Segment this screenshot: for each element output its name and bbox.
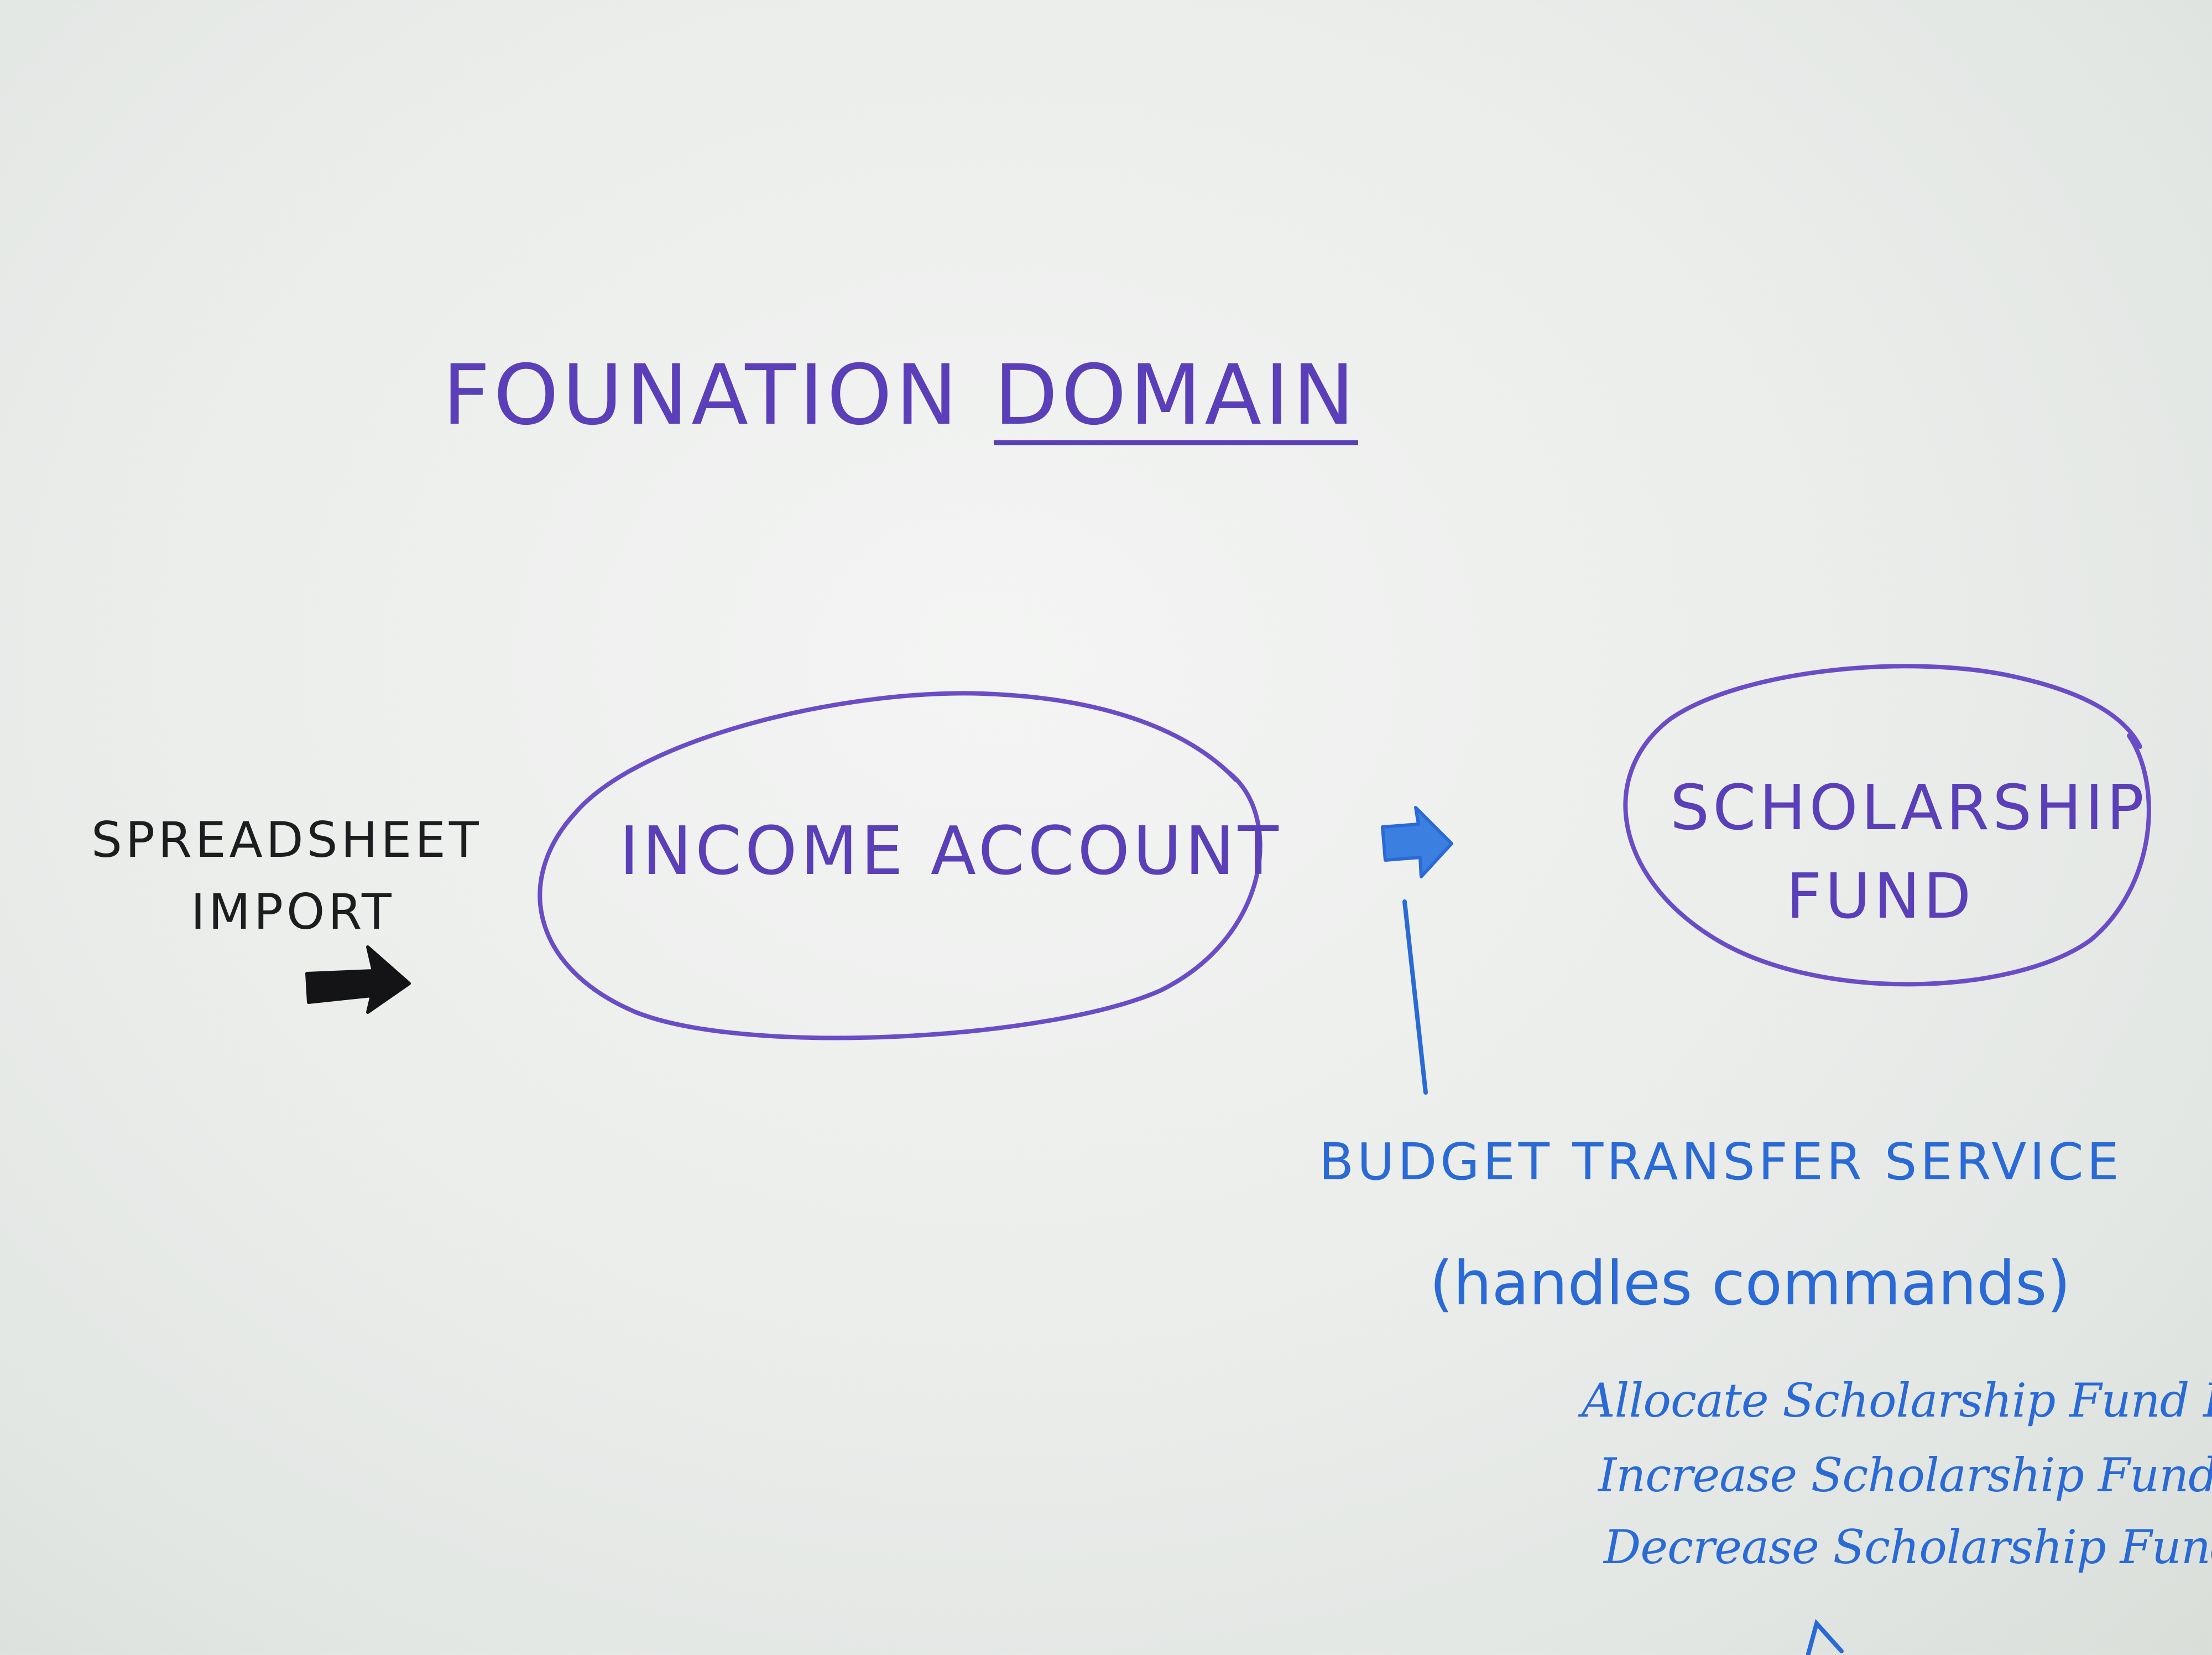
title-word-1: FOUNATION xyxy=(442,347,961,444)
import-label-line-2: IMPORT xyxy=(191,883,395,940)
transfer-arrow xyxy=(1381,806,1453,878)
service-note: (handles commands) xyxy=(1430,1248,2071,1319)
partial-blue-mark xyxy=(1806,1618,1844,1655)
scholarship-fund-ellipse xyxy=(1623,664,2151,987)
income-account-ellipse xyxy=(538,691,1262,1040)
import-label-line-1: SPREADSHEET xyxy=(91,811,482,868)
import-arrow xyxy=(305,945,411,1014)
scholarship-fund-label-line-1: SCHOLARSHIP xyxy=(1670,772,2147,844)
command-item: Increase Scholarship Fund Bu xyxy=(1598,1448,2212,1502)
service-label: BUDGET TRANSFER SERVICE xyxy=(1319,1132,2122,1191)
scholarship-fund-label-line-2: FUND xyxy=(1786,861,1975,933)
service-connector-line xyxy=(1402,899,1428,1095)
command-item: Allocate Scholarship Fund Bu xyxy=(1582,1373,2212,1428)
income-account-label: INCOME ACCOUNT xyxy=(619,813,1282,890)
command-item: Decrease Scholarship Fund Bu xyxy=(1604,1520,2212,1574)
title-word-2: DOMAIN xyxy=(994,354,1358,445)
